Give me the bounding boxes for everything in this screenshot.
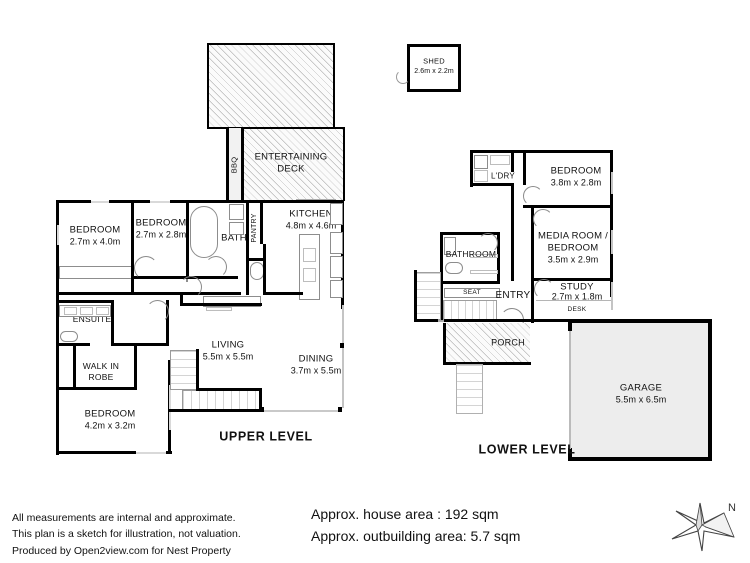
lower-entry-name: ENTRY [495, 290, 531, 302]
upper-wir-name-line1: WALK IN [82, 360, 120, 371]
lower-ldry-name: L'DRY [491, 171, 515, 181]
lower-bedroom-dim: 3.8m x 2.8m [550, 177, 602, 188]
lower-media-dim: 3.5m x 2.9m [547, 254, 599, 265]
upper-living-dim: 5.5m x 5.5m [202, 351, 254, 362]
upper-bedroom2-name: BEDROOM [135, 217, 187, 229]
house-area-text: Approx. house area : 192 sqm [311, 506, 499, 522]
porch-area [444, 323, 530, 363]
upper-kitchen-dim: 4.8m x 4.6m [285, 220, 337, 231]
seat-bench [444, 288, 500, 298]
upper-living-name: LIVING [211, 339, 245, 351]
garage-area [570, 323, 710, 459]
disclaimer-line-3: Produced by Open2view.com for Nest Prope… [12, 544, 231, 557]
lower-study-name: STUDY [560, 281, 594, 293]
disclaimer-line-1: All measurements are internal and approx… [12, 512, 236, 524]
upper-pantry-name: PANTRY [250, 213, 258, 243]
upper-dining-name: DINING [298, 353, 334, 365]
bbq-bench [229, 128, 242, 201]
shed-name: SHED [423, 56, 445, 66]
upper-bedroom1-name: BEDROOM [69, 224, 121, 236]
compass-north-label: N [728, 502, 736, 514]
pergola-roof [208, 44, 334, 128]
upper-bedroom1-dim: 2.7m x 4.0m [69, 236, 121, 247]
outbuilding-area-text: Approx. outbuilding area: 5.7 sqm [311, 528, 521, 545]
compass-rose: N [662, 495, 742, 557]
upper-dining-dim: 3.7m x 5.5m [290, 365, 342, 376]
area-summary-block: Approx. house area : 192 sqm Approx. out… [311, 503, 520, 548]
disclaimer-line-2: This plan is a sketch for illustration, … [12, 528, 241, 541]
upper-kitchen-name: KITCHEN [289, 208, 333, 220]
upper-bedroom3-dim: 4.2m x 3.2m [84, 420, 136, 431]
lower-media-name-line1: MEDIA ROOM / [537, 230, 609, 242]
upper-bedroom2-dim: 2.7m x 2.8m [135, 229, 187, 240]
upper-level-title: UPPER LEVEL [219, 429, 313, 444]
lower-level-title: LOWER LEVEL [478, 442, 576, 457]
upper-stairs [170, 350, 198, 390]
lower-media-name-line2: BEDROOM [547, 242, 599, 254]
entertaining-deck-area [244, 128, 344, 201]
lower-bedroom-name: BEDROOM [550, 165, 602, 177]
upper-bedroom3-name: BEDROOM [84, 408, 136, 420]
lower-desk-label: DESK [567, 306, 587, 314]
upper-wir-name-line2: ROBE [88, 371, 114, 382]
shed-dim: 2.6m x 2.2m [414, 67, 454, 75]
disclaimer-block: All measurements are internal and approx… [12, 510, 241, 559]
